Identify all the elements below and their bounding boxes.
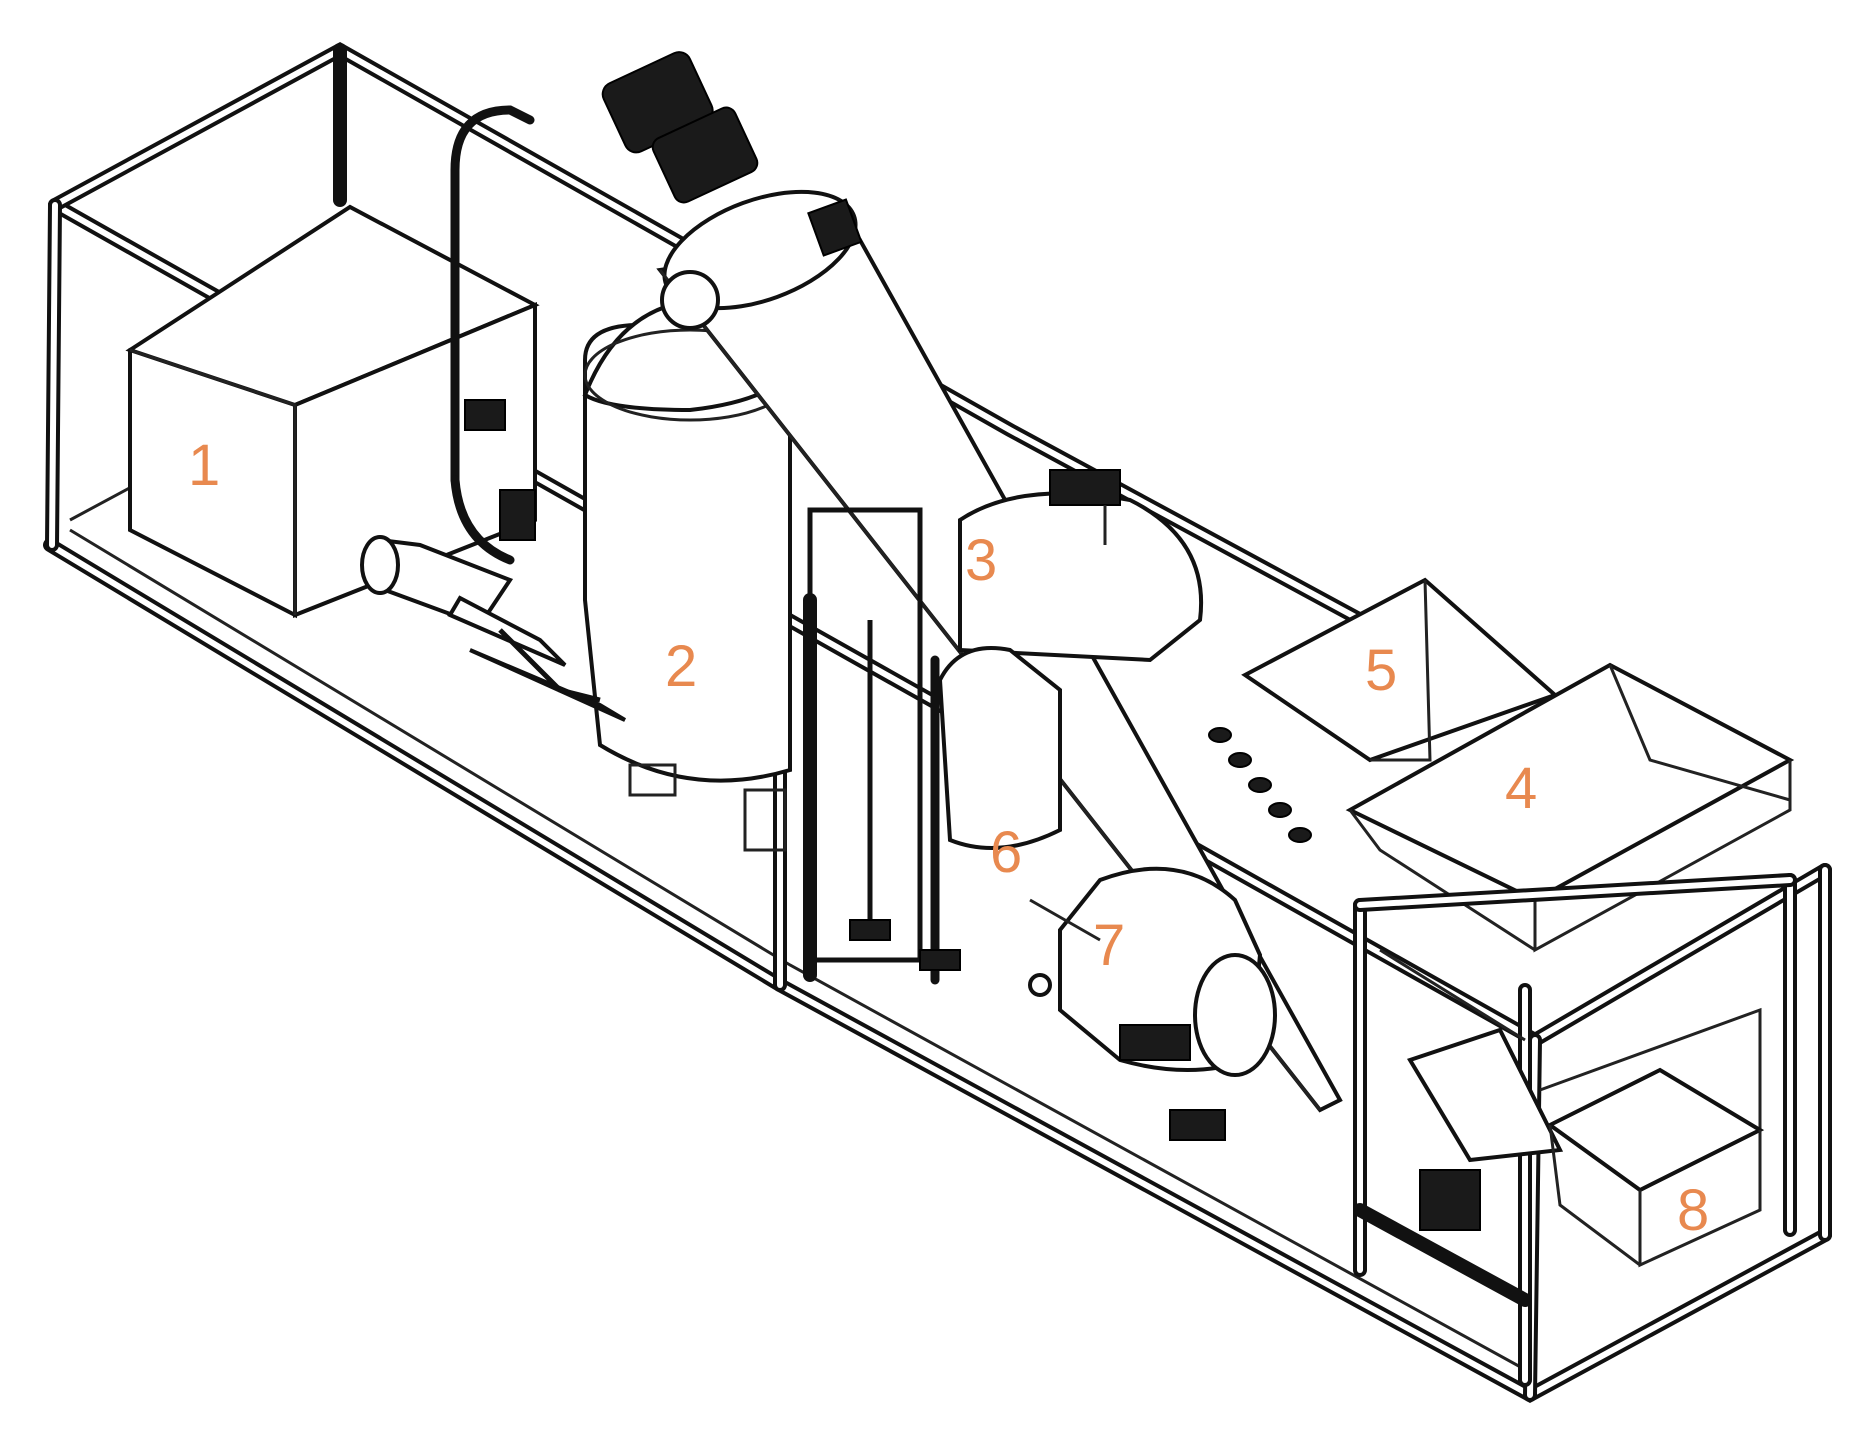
hopper-support-frame (1353, 873, 1797, 1387)
label-2: 2 (665, 634, 697, 699)
front-hopper (1345, 662, 1795, 953)
label-5: 5 (1365, 638, 1397, 703)
collection-bin (1546, 1067, 1765, 1268)
conveyor-nozzles (1208, 727, 1312, 843)
label-8: 8 (1677, 1178, 1709, 1243)
horizontal-tank (1028, 866, 1277, 1141)
label-3: 3 (965, 528, 997, 593)
label-4: 4 (1505, 756, 1537, 821)
vessel-six (807, 507, 1062, 985)
label-7: 7 (1093, 913, 1125, 978)
label-6: 6 (990, 820, 1022, 885)
drive-motor (601, 51, 863, 330)
label-1: 1 (188, 433, 220, 498)
rear-tank (958, 469, 1204, 663)
